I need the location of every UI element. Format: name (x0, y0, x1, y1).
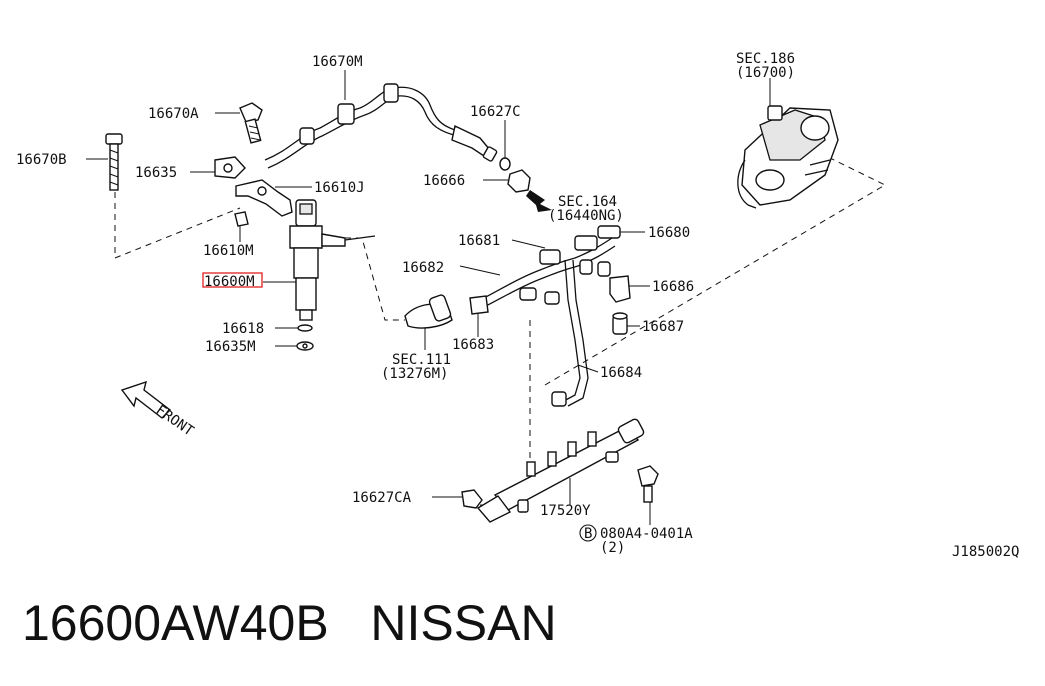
caption-part-number: 16600AW40B (22, 595, 329, 651)
hose-connector (544, 291, 560, 305)
harness-plug-16627C (451, 124, 491, 157)
label-16610M: 16610M (203, 243, 254, 259)
label-16618: 16618 (222, 321, 264, 337)
leakoff-hose (481, 245, 616, 309)
label-16635: 16635 (135, 165, 177, 181)
label-16670M: 16670M (312, 54, 363, 70)
seal-16627C (499, 157, 511, 171)
label-16684: 16684 (600, 365, 642, 381)
caption-brand: NISSAN (370, 595, 557, 651)
label-diagram-code: J185002Q (952, 544, 1019, 560)
pipe-end (551, 391, 567, 407)
nut-16666 (507, 169, 531, 193)
label-16681: 16681 (458, 233, 500, 249)
clamp-hole (223, 163, 233, 173)
bracket-16610J (235, 179, 293, 217)
label-sec186: SEC.186 (736, 51, 795, 67)
part-caption: 16600AW40B NISSAN (22, 598, 557, 648)
hose-connector (574, 235, 598, 251)
selected-part-highlight (202, 272, 263, 288)
label-sec111-sub: (13276M) (381, 366, 448, 382)
bolt-16670B (105, 133, 123, 191)
label-16670B: 16670B (16, 152, 67, 168)
front-arrow-icon (120, 380, 172, 419)
hose-connector (519, 287, 537, 301)
label-sec186-sub: (16700) (736, 65, 795, 81)
hose-connector (539, 249, 561, 265)
harness-connector (337, 103, 355, 125)
label-sec164: SEC.164 (558, 194, 617, 210)
dashed-ref-line (345, 237, 405, 321)
sec111-hose-end (428, 294, 452, 322)
harness-wire-16670M (264, 86, 456, 161)
label-16600M: 16600M (204, 274, 255, 290)
bolt-b-circle-icon (579, 524, 597, 542)
label-16683: 16683 (452, 337, 494, 353)
label-16627CA: 16627CA (352, 490, 412, 506)
label-bolt: 080A4-0401A (600, 526, 693, 542)
label-16627C: 16627C (470, 104, 521, 120)
harness-connector (299, 127, 315, 145)
spacer-16610M (234, 211, 249, 227)
fuel-pump-sec186 (737, 105, 839, 209)
hose-connector (579, 259, 593, 275)
hose-end (612, 312, 628, 320)
label-sec164-sub: (16440NG) (548, 208, 624, 224)
sensor-16627CA (461, 489, 483, 509)
parts-diagram: 16670M 16670A 16670B 16635 16610J 16610M… (16, 51, 1019, 560)
label-16680: 16680 (648, 225, 690, 241)
label-17520Y: 17520Y (540, 503, 591, 519)
label-bolt-qty: (2) (600, 540, 625, 556)
leader-lines (86, 70, 771, 525)
bracket-hole (257, 186, 267, 196)
label-sec111: SEC.111 (392, 352, 451, 368)
return-pipe-16684 (561, 259, 581, 403)
clip-16686 (609, 275, 631, 303)
label-16670A: 16670A (148, 106, 199, 122)
fuel-rail-17520Y (476, 418, 645, 523)
label-16682: 16682 (402, 260, 444, 276)
bolt-080A4-0401A (637, 465, 659, 503)
dashed-ref-line (544, 157, 887, 386)
hose-connector (597, 225, 621, 239)
label-bolt-mark: B (584, 526, 592, 542)
dashed-ref-line (114, 192, 241, 259)
harness-plug-tip (482, 146, 498, 162)
return-pipe-16684 (567, 259, 589, 407)
washer-hole (302, 343, 308, 349)
label-16666: 16666 (423, 173, 465, 189)
clamp-16683 (469, 295, 489, 315)
label-front: FRONT (153, 402, 197, 440)
hose-connector (597, 261, 611, 277)
label-16687: 16687 (642, 319, 684, 335)
label-16635M: 16635M (205, 339, 256, 355)
label-16610J: 16610J (314, 180, 365, 196)
seal-16618 (297, 324, 313, 332)
label-16686: 16686 (652, 279, 694, 295)
injector-16600M (289, 199, 346, 321)
sec164-arrow-icon (526, 190, 552, 212)
harness-connector (383, 83, 399, 103)
bolt-16670A (239, 102, 263, 144)
